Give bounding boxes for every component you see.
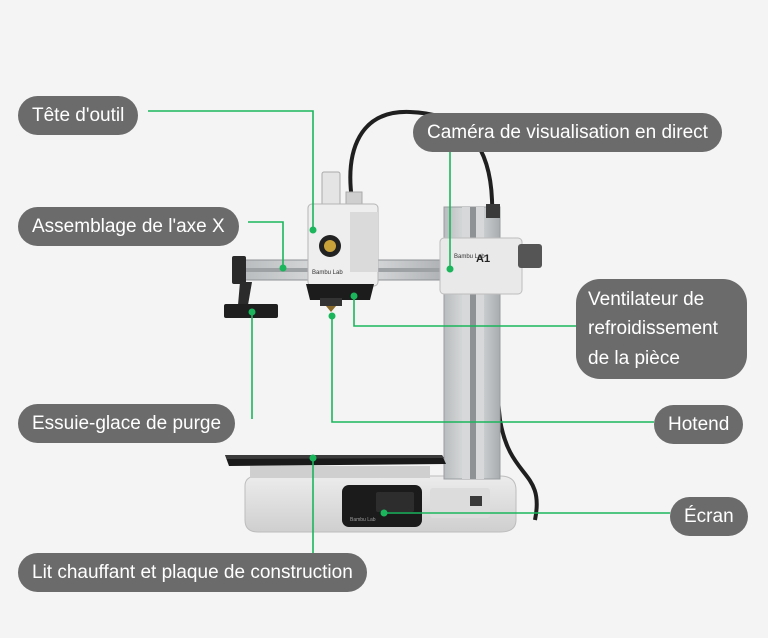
label-heatbed: Lit chauffant et plaque de construction bbox=[18, 553, 367, 593]
heatbed-plate bbox=[225, 455, 446, 478]
leader-x-axis bbox=[248, 221, 284, 268]
screen-brand-text: Bambu Lab bbox=[350, 517, 376, 523]
label-hotend: Hotend bbox=[654, 405, 744, 445]
label-live-camera: Caméra de visualisation en direct bbox=[413, 113, 722, 153]
label-screen: Écran bbox=[670, 497, 748, 537]
touch-screen: Bambu Lab bbox=[342, 485, 422, 527]
leader-dots bbox=[248, 226, 454, 517]
label-x-axis-assembly: Assemblage de l'axe X bbox=[18, 207, 239, 247]
z-column bbox=[443, 204, 501, 480]
leader-lines bbox=[148, 110, 670, 555]
carriage-model-text: A1 bbox=[476, 253, 490, 265]
label-purge-wiper: Essuie-glace de purge bbox=[18, 404, 236, 444]
tool-head-part: Bambu Lab bbox=[306, 171, 379, 312]
leader-fan bbox=[353, 296, 576, 327]
label-tool-head: Tête d'outil bbox=[18, 96, 139, 136]
carriage-brand-text: Bambu Lab bbox=[454, 254, 485, 260]
label-cooling-fan: Ventilateur de refroidissement de la piè… bbox=[576, 279, 747, 380]
leader-hotend bbox=[331, 316, 654, 423]
z-carriage: Bambu Lab A1 bbox=[439, 237, 542, 295]
leader-tool-head bbox=[148, 110, 314, 230]
toolhead-brand-text: Bambu Lab bbox=[312, 270, 343, 276]
